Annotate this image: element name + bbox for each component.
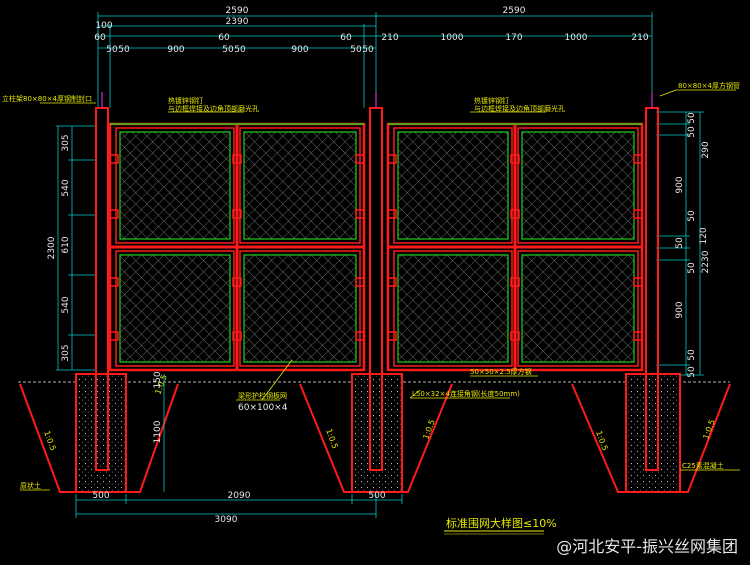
mesh-panel bbox=[521, 131, 635, 240]
right-dimensions bbox=[656, 111, 704, 376]
rdim-3: 50 bbox=[687, 210, 697, 222]
drawing-title: 标准围网大样图≤10% bbox=[446, 516, 557, 530]
fdim-top: 150 bbox=[153, 371, 163, 388]
dim-right-total: 2590 bbox=[503, 6, 526, 16]
mesh-panel bbox=[397, 131, 509, 240]
fdim-depth: 1100 bbox=[153, 420, 163, 443]
label-post-spec: 立柱架80×80×4厚钢制封口 bbox=[2, 94, 92, 103]
dim-l-seg-8: 60 bbox=[340, 33, 352, 43]
rdim-6: 2230 bbox=[701, 250, 711, 273]
dim-l-seg-9: 50 bbox=[350, 45, 362, 55]
mesh-panel bbox=[119, 131, 231, 240]
rdim-0: 50 bbox=[687, 112, 697, 124]
label-concrete: C25素混凝土 bbox=[682, 461, 724, 470]
mesh-panel bbox=[243, 131, 357, 240]
ldim-2: 2300 bbox=[47, 236, 57, 259]
rdim-11: 50 bbox=[687, 366, 697, 378]
leader-lines bbox=[20, 89, 740, 491]
mesh-panel bbox=[521, 254, 635, 363]
dim-l-seg-1: 50 bbox=[106, 45, 118, 55]
ldim-0: 305 bbox=[61, 134, 71, 151]
foundation-middle bbox=[299, 373, 453, 493]
rdim-1: 50 bbox=[687, 126, 697, 138]
rdim-8: 50 bbox=[687, 262, 697, 274]
dim-r-seg-4: 210 bbox=[631, 33, 648, 43]
label-angle: L50×32×4连接角钢(长度50mm) bbox=[412, 389, 520, 398]
ldim-4: 540 bbox=[61, 296, 71, 313]
rdim-2: 900 bbox=[675, 176, 685, 193]
dim-l-seg-0: 60 bbox=[94, 33, 106, 43]
label-frame-spec-b: 60×100×4 bbox=[238, 403, 288, 413]
dim-l-seg-4: 60 bbox=[218, 33, 230, 43]
label-top-note-1b: 与边框焊接及边角顶部磨光孔 bbox=[168, 104, 259, 113]
slope-5: 1:0.5 bbox=[701, 418, 716, 440]
ldim-5: 305 bbox=[61, 344, 71, 361]
rdim-10: 50 bbox=[687, 349, 697, 361]
top-dimensions bbox=[97, 12, 653, 108]
watermark-text: @河北安平-振兴丝网集团 bbox=[556, 537, 738, 556]
fdim-width-mid: 500 bbox=[368, 491, 385, 501]
rdim-7: 290 bbox=[701, 141, 711, 158]
fdim-width-left: 500 bbox=[92, 491, 109, 501]
rdim-5: 120 bbox=[699, 227, 709, 244]
label-sq-tube: 50×50×2.5厚方钢 bbox=[470, 367, 532, 376]
fdim-span: 2090 bbox=[228, 491, 251, 501]
fence-panels bbox=[108, 122, 644, 372]
label-top-note-2a: 热镀锌钢钉 bbox=[474, 96, 509, 105]
dim-l-seg-7: 900 bbox=[291, 45, 308, 55]
dim-row100: 100 bbox=[95, 21, 112, 31]
dim-l-seg-5: 50 bbox=[222, 45, 234, 55]
dim-l-seg-2: 50 bbox=[118, 45, 130, 55]
label-post-spec-right: 80×80×4厚方钢管 bbox=[678, 81, 740, 90]
fdim-total: 3090 bbox=[215, 515, 238, 525]
mesh-panel bbox=[243, 254, 357, 363]
dim-r-seg-3: 1000 bbox=[565, 33, 588, 43]
dim-l-seg-3: 900 bbox=[167, 45, 184, 55]
dim-left-inner: 2390 bbox=[226, 17, 249, 27]
left-dimensions bbox=[56, 125, 96, 371]
dim-r-seg-1: 1000 bbox=[441, 33, 464, 43]
rdim-9: 900 bbox=[675, 301, 685, 318]
dim-left-total: 2590 bbox=[226, 6, 249, 16]
rdim-4: 50 bbox=[675, 237, 685, 249]
label-top-note-2b: 与边框焊接及边角顶部磨光孔 bbox=[474, 104, 565, 113]
label-rubble: 原状土 bbox=[20, 481, 41, 490]
foundation-dimensions bbox=[75, 374, 403, 518]
ldim-3: 610 bbox=[61, 236, 71, 253]
post-caps bbox=[101, 92, 653, 108]
label-top-note-1a: 热镀锌钢钉 bbox=[168, 96, 203, 105]
label-frame-spec-a: 梁形护栏钢板网 bbox=[238, 391, 287, 400]
foundation-right bbox=[571, 373, 731, 493]
slope-3: 1:0.5 bbox=[421, 418, 436, 440]
dim-r-seg-2: 170 bbox=[505, 33, 522, 43]
foundation-left bbox=[19, 373, 179, 493]
dim-r-seg-0: 210 bbox=[381, 33, 398, 43]
mesh-panel bbox=[397, 254, 509, 363]
mesh-panel bbox=[119, 254, 231, 363]
dim-l-seg-10: 50 bbox=[362, 45, 374, 55]
ldim-1: 540 bbox=[61, 179, 71, 196]
dim-l-seg-6: 50 bbox=[234, 45, 246, 55]
